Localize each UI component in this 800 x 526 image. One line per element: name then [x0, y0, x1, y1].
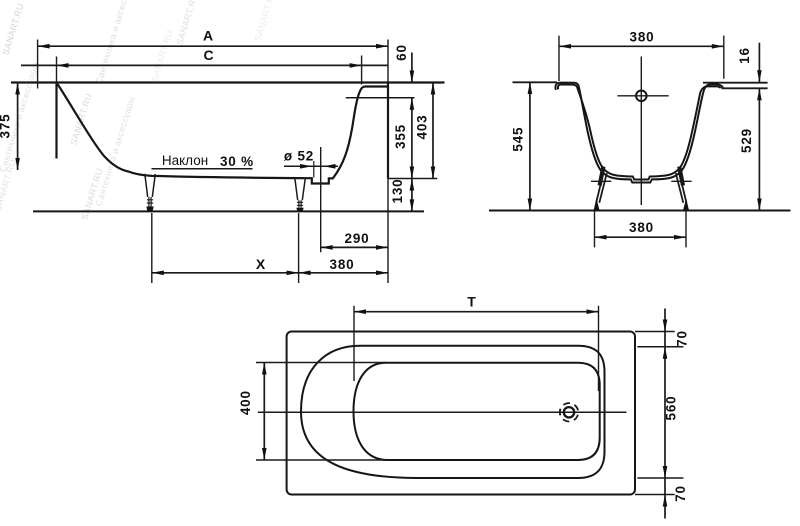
svg-text:355: 355 [393, 124, 408, 149]
svg-text:16: 16 [737, 47, 752, 64]
svg-text:380: 380 [330, 257, 355, 272]
svg-text:C: C [203, 47, 213, 63]
svg-text:70: 70 [675, 330, 690, 347]
svg-text:T: T [467, 294, 476, 310]
svg-text:ø 52: ø 52 [284, 149, 314, 164]
svg-text:70: 70 [673, 485, 688, 502]
svg-text:Наклон: Наклон [162, 153, 208, 168]
svg-text:130: 130 [390, 179, 405, 204]
svg-text:375: 375 [0, 114, 13, 139]
svg-text:290: 290 [345, 231, 370, 246]
svg-text:380: 380 [629, 220, 654, 235]
svg-text:400: 400 [238, 390, 253, 415]
svg-text:380: 380 [630, 30, 655, 45]
svg-text:60: 60 [394, 44, 409, 61]
svg-text:529: 529 [739, 128, 754, 153]
svg-text:30 %: 30 % [220, 154, 254, 169]
svg-text:A: A [203, 28, 213, 44]
svg-text:X: X [256, 256, 266, 272]
svg-text:545: 545 [510, 127, 525, 152]
svg-text:403: 403 [414, 115, 429, 140]
svg-text:560: 560 [664, 396, 679, 421]
